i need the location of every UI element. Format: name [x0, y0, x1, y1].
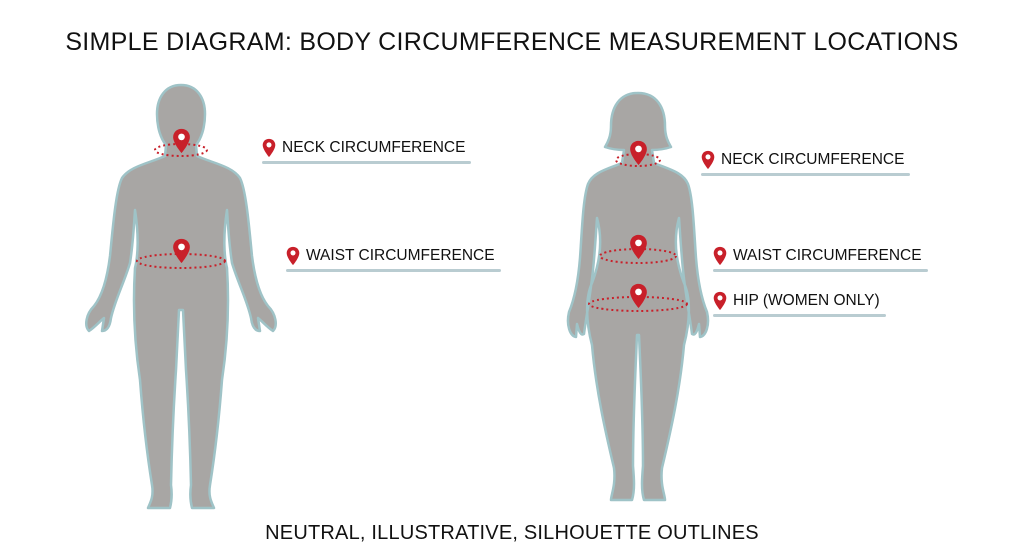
female-waist-label-text: WAIST CIRCUMFERENCE — [733, 247, 922, 264]
male-silhouette — [85, 83, 277, 510]
map-pin-icon — [713, 291, 727, 311]
label-underline — [286, 269, 501, 272]
male-neck-label-text: NECK CIRCUMFERENCE — [282, 139, 466, 156]
male-waist-label: WAIST CIRCUMFERENCE — [286, 246, 501, 272]
map-pin-icon — [286, 246, 300, 266]
female-hip-label-text: HIP (WOMEN ONLY) — [733, 292, 880, 309]
female-hip-label: HIP (WOMEN ONLY) — [713, 291, 886, 317]
diagram-footer: NEUTRAL, ILLUSTRATIVE, SILHOUETTE OUTLIN… — [265, 522, 759, 544]
label-underline — [713, 314, 886, 317]
label-underline — [713, 269, 928, 272]
label-underline — [262, 161, 472, 164]
male-waist-label-text: WAIST CIRCUMFERENCE — [306, 247, 495, 264]
female-neck-label-text: NECK CIRCUMFERENCE — [721, 151, 905, 168]
map-pin-icon — [701, 150, 715, 170]
diagram-title: SIMPLE DIAGRAM: BODY CIRCUMFERENCE MEASU… — [65, 28, 959, 56]
map-pin-icon — [262, 138, 276, 158]
female-neck-label: NECK CIRCUMFERENCE — [701, 150, 911, 176]
male-neck-label: NECK CIRCUMFERENCE — [262, 138, 472, 164]
label-underline — [701, 173, 911, 176]
female-waist-label: WAIST CIRCUMFERENCE — [713, 246, 928, 272]
male-neck-measure-line — [154, 143, 208, 157]
female-waist-measure-line — [599, 248, 677, 264]
map-pin-icon — [713, 246, 727, 266]
